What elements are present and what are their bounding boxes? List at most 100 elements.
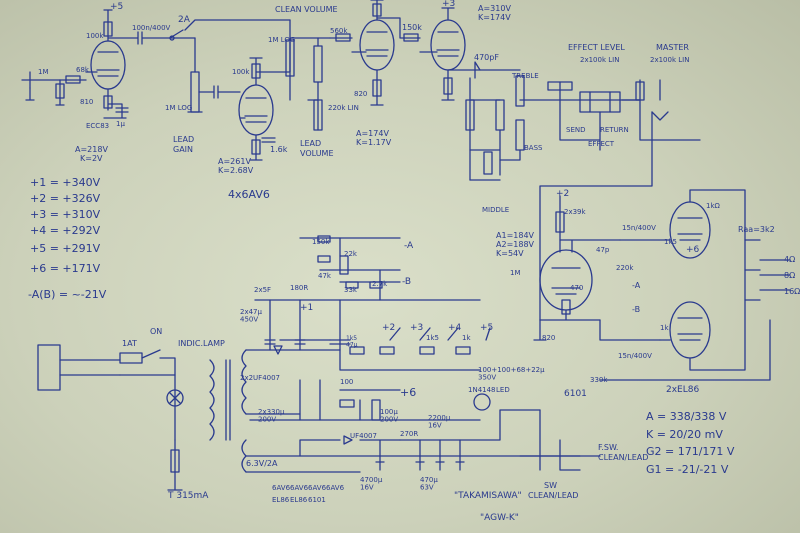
pi-b6: +6 (686, 245, 700, 255)
pi-voltage-a1: A1=184V (496, 231, 535, 240)
stage3-res: 560k (330, 27, 348, 35)
supply-voltage-4: +4 = +292V (30, 224, 101, 237)
rect-diodes: 2x2UF4007 (240, 374, 280, 382)
bias-out-a: -A (404, 241, 414, 251)
cap-100u-line: 100µ (380, 408, 398, 416)
supply-voltage-3: +3 = +310V (30, 208, 101, 221)
heater-tube-7: 6101 (308, 496, 326, 504)
pi-tube-label: 6101 (564, 389, 587, 399)
stage-caps-line: 100+100+68+22µ (478, 366, 545, 374)
return-label: RETURN (600, 126, 629, 134)
output-16ohm: 16Ω (784, 287, 800, 296)
switch-label: 2A (178, 15, 191, 25)
tone-cap: 470pF (474, 53, 499, 62)
stage2-voltage-a: A=261V (218, 157, 251, 166)
heater-caps-4700-line: 16V (360, 484, 374, 492)
mains-fuse: 1AT (122, 339, 137, 348)
stage3-cathode: 820 (354, 90, 367, 98)
screen-res-label: 1kΩ (706, 202, 721, 210)
supply-voltage-6: +6 = +171V (30, 262, 101, 275)
transformer-model-name: AGW-K (484, 513, 516, 523)
heater-tube-2: 6AV6 (290, 484, 309, 492)
rail-res-1k: 1k (462, 334, 471, 342)
pi-bias-b: -B (632, 305, 640, 314)
heater-tube-4: 6AV6 (326, 484, 345, 492)
plate-res-1: 100k (86, 32, 104, 40)
footswitch-line1: F.SW. (598, 443, 618, 452)
effect-pots-label: 2x100k LIN (580, 56, 619, 64)
bias-out-b: -B (402, 277, 411, 287)
treble-label: TREBLE (511, 72, 539, 80)
tube1-label: ECC83 (86, 122, 109, 130)
bias-res-150k: 150k (312, 238, 330, 246)
bias-supply (299, 235, 401, 301)
lead-volume-pot: 220k LIN (328, 104, 359, 112)
stage2-voltages: A=261V K=2.68V (218, 157, 254, 175)
hv-b1: +1 (300, 303, 313, 313)
pi-res-1m: 1M (510, 269, 521, 277)
stage4-plate-res: 150k (402, 23, 422, 32)
clean-volume-label: CLEAN VOLUME (275, 5, 338, 14)
effect-label: EFFECT (588, 140, 615, 148)
bias-res-22k: 22k (344, 250, 358, 258)
pi-voltage-k: K=54V (496, 249, 524, 258)
pi-grid-stop2: 1k (660, 324, 669, 332)
b-plus-3: +3 (442, 0, 455, 9)
lead-volume-label-line1: LEAD (300, 139, 321, 148)
pi-cathode: 470 (570, 284, 583, 292)
rail-b6: +6 (400, 386, 416, 399)
power-tubes-label: 2xEL86 (666, 385, 699, 395)
stage3-voltage-a: A=174V (356, 129, 389, 138)
pi-grid-stop: 1k5 (664, 238, 677, 246)
rail-b4: +4 (448, 323, 462, 333)
reading-cathode: K = 20/20 mV (646, 428, 723, 441)
stage2-plate-res: 100k (232, 68, 250, 76)
cap-100u-line: 200V (380, 416, 398, 424)
heater-caps-4700-line: 4700µ (360, 476, 383, 484)
transformer-make-name: TAKAMISAWA (457, 491, 518, 501)
heater-tube-6: EL86 (290, 496, 308, 504)
stage3-voltage-k: K=1.17V (356, 138, 392, 147)
stage1-voltage-k: K=2V (80, 154, 103, 163)
hv-supply (249, 299, 491, 421)
transformer-model: "AGW-K" (480, 513, 519, 523)
heater-diodes: UF4007 (350, 432, 377, 440)
pi-voltage-a2: A2=188V (496, 240, 535, 249)
grid-res-2: 1M (38, 68, 49, 76)
effect-level-label: EFFECT LEVEL (568, 43, 625, 52)
pi-bias-res: 220k (616, 264, 634, 272)
middle-label: MIDDLE (482, 206, 509, 214)
rail-res-100: 100 (340, 378, 353, 386)
footswitch-line2: CLEAN/LEAD (598, 453, 648, 462)
heater-tube-1: 6AV6 (272, 484, 291, 492)
pi-voltages: A1=184V A2=188V K=54V (496, 231, 537, 258)
power-switch: ON (150, 327, 162, 336)
lead-gain-label-line1: LEAD (173, 135, 194, 144)
phase-inverter (533, 111, 661, 341)
b-plus-5: +5 (110, 2, 123, 12)
rail-b3: +3 (410, 323, 423, 333)
switch-clean-lead: SW CLEAN/LEAD (528, 481, 578, 500)
stage4-voltage-k: K=174V (478, 13, 511, 22)
rail-caps-line: 47µ (346, 342, 358, 349)
lead-volume-label-line2: VOLUME (300, 149, 334, 158)
bias-res-47k: 47k (318, 272, 332, 280)
output-4ohm: 4Ω (784, 255, 795, 264)
master-pot-label: 2x100k LIN (650, 56, 689, 64)
pi-cap-47p: 47p (596, 246, 610, 254)
relay-cap-line: 2200µ (428, 414, 451, 422)
heater-winding: 6.3V/2A (246, 459, 278, 468)
mains-input (37, 344, 184, 491)
rail-b2: +2 (382, 323, 395, 333)
power-tubes (599, 189, 791, 381)
send-label: SEND (566, 126, 586, 134)
main-filter-caps-line: 450V (240, 316, 258, 324)
res-180r: 180R (290, 284, 308, 292)
transformer-fuse: T 315mA (167, 491, 209, 501)
pi-coupling-cap: 15n/400V (622, 224, 656, 232)
